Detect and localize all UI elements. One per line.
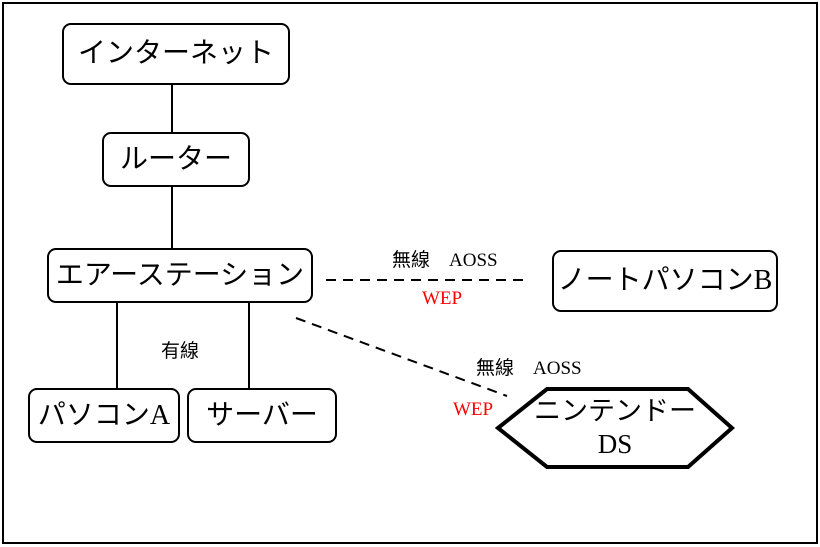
- node-nintendo-ds: ニンテンドー DS: [498, 389, 732, 467]
- node-airstation-label: エアーステーション: [55, 259, 305, 291]
- node-nintendo-ds-shape: [494, 387, 736, 469]
- label-wireless-aoss-laptop-b: 無線 AOSS: [392, 250, 498, 271]
- label-wireless-aoss-nintendo-ds: 無線 AOSS: [476, 358, 582, 379]
- node-airstation: エアーステーション: [47, 248, 313, 303]
- node-server-label: サーバー: [206, 399, 318, 431]
- node-server: サーバー: [187, 388, 337, 443]
- node-laptop-b-label: ノートパソコンB: [557, 265, 773, 296]
- node-nintendo-ds-label-line2: DS: [597, 429, 633, 459]
- node-laptop-b: ノートパソコンB: [552, 250, 778, 312]
- node-router-label: ルーター: [119, 143, 232, 175]
- node-internet-label: インターネット: [77, 38, 274, 69]
- node-pc-a: パソコンA: [28, 388, 180, 443]
- label-wired: 有線: [161, 341, 200, 362]
- node-pc-a-label: パソコンA: [37, 399, 171, 431]
- edge-airstation-nintendo-ds: [295, 317, 508, 397]
- node-internet: インターネット: [62, 23, 290, 85]
- label-wep-nintendo-ds: WEP: [453, 399, 494, 420]
- label-wep-laptop-b: WEP: [422, 288, 463, 309]
- node-router: ルーター: [102, 132, 250, 187]
- node-nintendo-ds-label-line1: ニンテンドー: [534, 396, 696, 426]
